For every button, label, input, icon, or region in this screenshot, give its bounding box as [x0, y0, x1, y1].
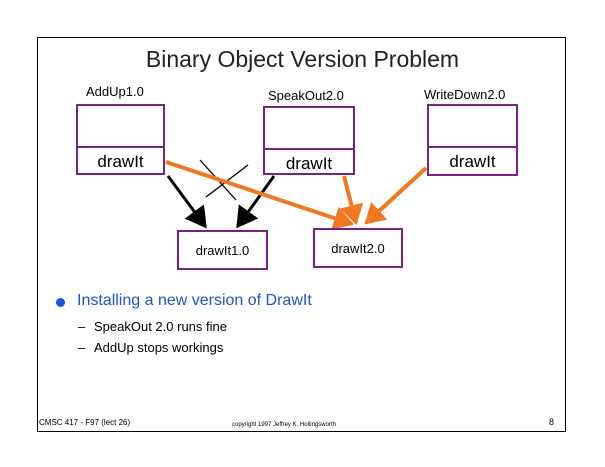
method-label: drawIt	[449, 152, 496, 171]
arrow-speakout-to-drawit2	[339, 175, 364, 225]
module-label-addup: AddUp1.0	[86, 84, 144, 99]
slide-frame	[37, 37, 566, 432]
method-label: drawIt	[97, 152, 144, 171]
module-divider	[265, 148, 353, 150]
library-box-drawit2: drawIt2.0	[313, 228, 403, 268]
module-label-writedown: WriteDown2.0	[424, 87, 506, 102]
footer-course: CMSC 417 - F97 (lect 26)	[39, 418, 131, 427]
arrow-speakout-to-drawit1	[236, 175, 276, 229]
module-divider	[429, 146, 516, 148]
library-box-drawit1: drawIt1.0	[177, 230, 268, 270]
page-number: 8	[549, 417, 555, 427]
sub-bullet: –SpeakOut 2.0 runs fine	[78, 319, 227, 334]
library-label: drawIt1.0	[195, 243, 250, 258]
slide-title: Binary Object Version Problem	[145, 46, 460, 72]
module-label-speakout: SpeakOut2.0	[268, 88, 344, 103]
module-box-speakout: drawIt	[263, 106, 355, 175]
sub-bullet: –AddUp stops workings	[78, 340, 223, 355]
arrow-writedown-to-drawit2	[364, 166, 428, 225]
bullet-text: Installing a new version of DrawIt	[77, 292, 312, 309]
sub-bullet-dash: –	[78, 319, 86, 334]
arrow-addup-to-drawit1	[166, 175, 207, 229]
module-divider	[78, 146, 163, 148]
module-box-writedown: drawIt	[427, 104, 518, 176]
library-label: drawIt2.0	[331, 241, 385, 256]
bullet-dot	[56, 298, 65, 307]
sub-bullet-text: SpeakOut 2.0 runs fine	[94, 319, 227, 334]
sub-bullet-dash: –	[78, 340, 86, 355]
module-box-addup: drawIt	[76, 104, 165, 175]
sub-bullet-text: AddUp stops workings	[94, 340, 224, 355]
method-label: drawIt	[285, 154, 333, 173]
arrow-addup-to-drawit2	[165, 160, 354, 230]
footer-copyright: copyright 1997 Jeffrey K. Hollingsworth	[232, 422, 336, 428]
